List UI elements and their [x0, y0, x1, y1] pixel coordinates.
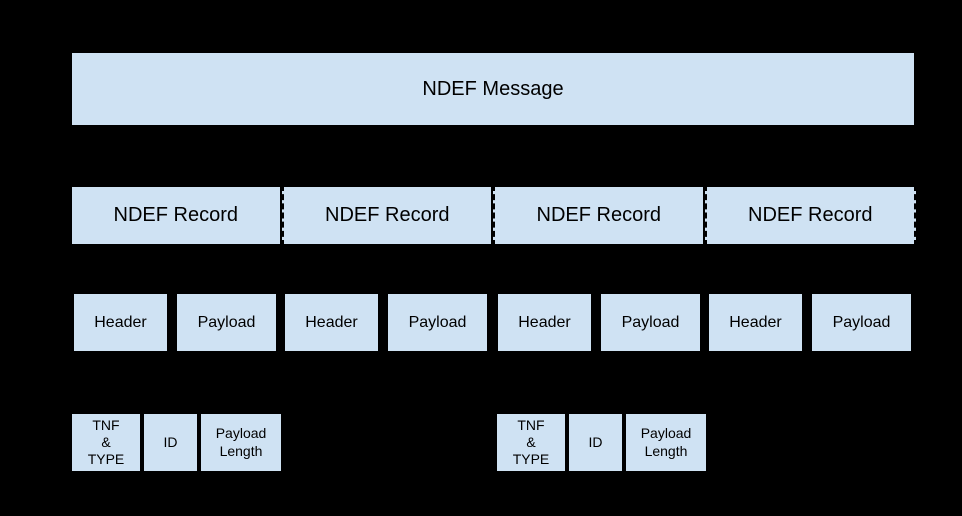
- tnf-type-box: TNF & TYPE: [495, 412, 567, 473]
- ndef-record-box: NDEF Record: [70, 185, 282, 246]
- header-box: Header: [496, 292, 593, 353]
- payload-length-box: Payload Length: [624, 412, 708, 473]
- ndef-record-box: NDEF Record: [281, 185, 493, 246]
- record-contents-pair: Header Payload: [72, 292, 278, 353]
- record-contents-pair: Header Payload: [496, 292, 702, 353]
- payload-box: Payload: [810, 292, 913, 353]
- record-contents-pair: Header Payload: [283, 292, 489, 353]
- header-box: Header: [283, 292, 380, 353]
- id-box: ID: [567, 412, 624, 473]
- header-fields-group: TNF & TYPE ID Payload Length: [70, 412, 283, 473]
- payload-box: Payload: [599, 292, 702, 353]
- tnf-type-box: TNF & TYPE: [70, 412, 142, 473]
- record-contents-pair: Header Payload: [707, 292, 913, 353]
- id-box: ID: [142, 412, 199, 473]
- payload-length-box: Payload Length: [199, 412, 283, 473]
- header-box: Header: [707, 292, 804, 353]
- ndef-record-box: NDEF Record: [704, 185, 916, 246]
- payload-box: Payload: [386, 292, 489, 353]
- header-box: Header: [72, 292, 169, 353]
- ndef-message-box: NDEF Message: [70, 51, 916, 127]
- header-fields-group: TNF & TYPE ID Payload Length: [495, 412, 708, 473]
- payload-box: Payload: [175, 292, 278, 353]
- ndef-records-row: NDEF Record NDEF Record NDEF Record NDEF…: [70, 185, 916, 246]
- ndef-record-box: NDEF Record: [493, 185, 705, 246]
